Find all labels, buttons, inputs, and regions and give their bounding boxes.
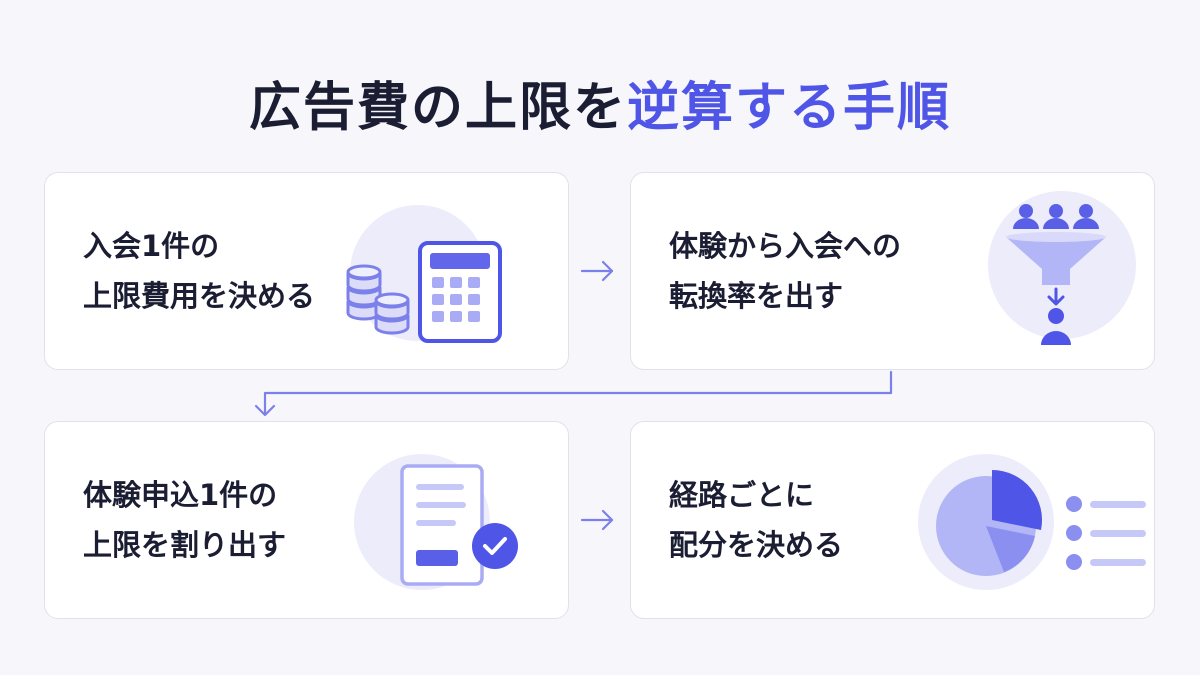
document-check-icon [354,454,518,590]
step-4-line1: 経路ごとに [669,478,815,512]
step-4-text: 経路ごとに 配分を決める [669,422,843,618]
step-2-text: 体験から入会への 転換率を出す [669,173,901,369]
funnel-people-icon [988,191,1136,345]
pie-chart-list-icon [918,454,1146,590]
step-card-1: 入会1件の 上限費用を決める [44,172,569,370]
title-accent: 逆算する手順 [627,78,952,138]
step-3-line1: 体験申込1件の [83,478,278,512]
step-2-line2: 転換率を出す [669,279,844,313]
step-4-line2: 配分を決める [669,528,844,562]
step-2-line1: 体験から入会への [669,229,902,263]
calculator-coins-icon [346,205,502,343]
step-card-4: 経路ごとに 配分を決める [630,421,1155,619]
step-card-2: 体験から入会への 転換率を出す [630,172,1155,370]
step-card-3: 体験申込1件の 上限を割り出す [44,421,569,619]
arrow-right-icon [580,509,614,531]
step-1-text: 入会1件の 上限費用を決める [83,173,315,369]
title-main: 広告費の上限を [248,78,627,138]
step-3-text: 体験申込1件の 上限を割り出す [83,422,286,618]
arrow-right-icon [580,260,614,282]
elbow-connector [254,370,893,417]
step-1-line1: 入会1件の [83,229,220,263]
step-1-line2: 上限費用を決める [83,279,316,313]
page-title: 広告費の上限を逆算する手順 [0,72,1200,144]
step-3-line2: 上限を割り出す [83,528,287,562]
